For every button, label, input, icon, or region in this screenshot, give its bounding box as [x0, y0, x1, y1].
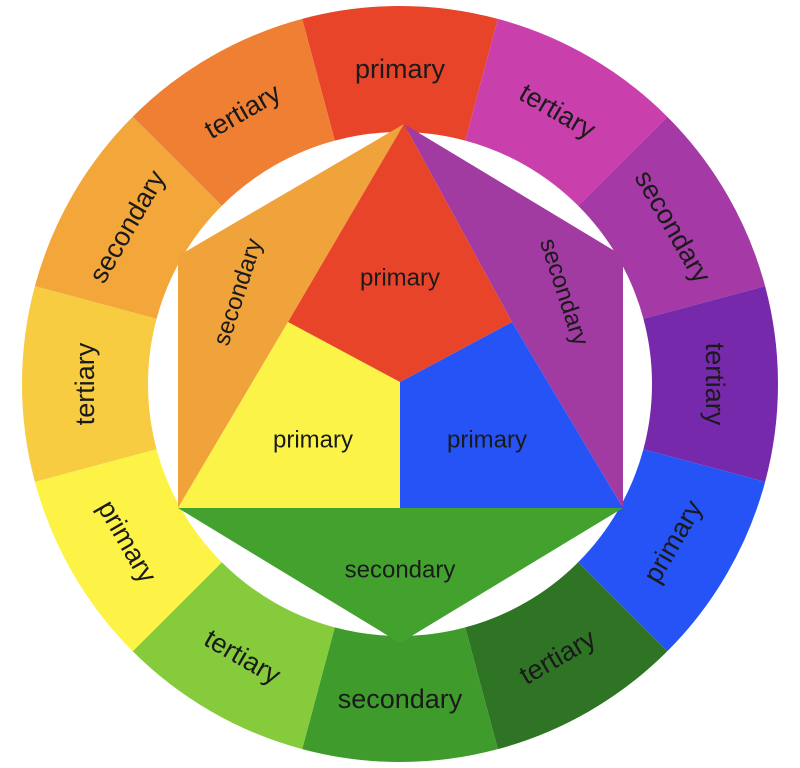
ring-segment-secondary-2 [578, 116, 766, 319]
ring-segment-primary-0 [302, 5, 498, 141]
inner-secondary-green-shape [178, 508, 623, 643]
ring-segment-secondary-6 [302, 627, 498, 762]
ring-segment-tertiary-9 [22, 286, 157, 482]
inner-yellow-label: primary [273, 427, 353, 454]
ring-segment-primary-4 [578, 449, 766, 652]
inner-secondary-purple-shape [404, 124, 623, 508]
inner-red-label: primary [360, 265, 440, 292]
inner-primary-blue-shape [400, 322, 623, 508]
ring-segment-tertiary-7 [132, 562, 335, 750]
inner-primary-red-shape [288, 124, 512, 382]
inner-blue-label: primary [447, 427, 527, 454]
ring-label-3: tertiary [700, 343, 730, 426]
ring-segment-tertiary-11 [132, 18, 335, 206]
ring-label-0: primary [355, 54, 446, 84]
ring-segment-secondary-10 [34, 116, 222, 319]
outer-color-ring: primarytertiarysecondarytertiaryprimaryt… [22, 5, 778, 762]
inner-secondary-orange-shape [178, 124, 404, 508]
ring-segment-tertiary-5 [465, 562, 668, 750]
ring-segment-tertiary-3 [643, 286, 778, 482]
ring-segment-tertiary-1 [465, 18, 668, 206]
inner-primary-yellow-shape [178, 322, 400, 508]
ring-label-6: secondary [338, 684, 463, 714]
inner-green-label: secondary [345, 557, 456, 584]
ring-label-9: tertiary [70, 342, 100, 425]
inner-color-triangles: primary primary primary secondary second… [178, 124, 623, 643]
ring-segment-primary-8 [34, 449, 222, 652]
